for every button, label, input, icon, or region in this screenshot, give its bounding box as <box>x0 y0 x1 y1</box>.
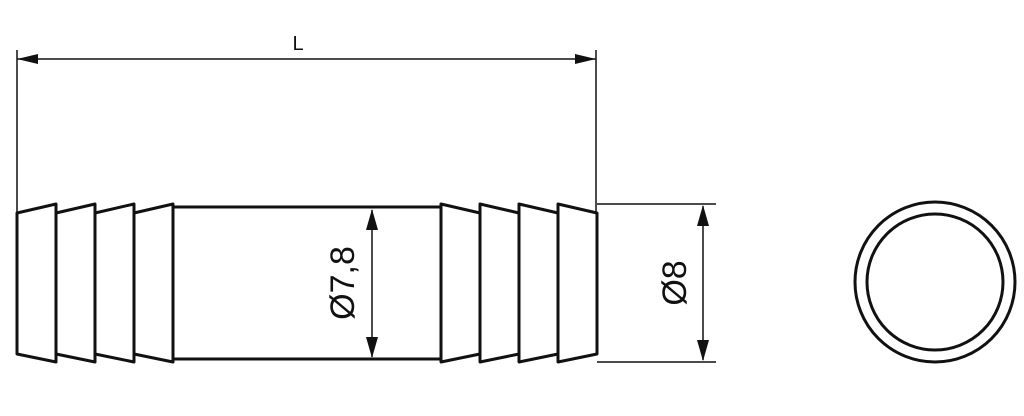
outer-arrowhead-bottom <box>697 340 709 361</box>
outer-diameter-label: Ø8 <box>656 260 694 305</box>
barb-5 <box>439 202 482 364</box>
end-view-inner-circle <box>865 212 1005 352</box>
inner-arrowhead-top <box>366 209 378 230</box>
inner-diameter-dimension: Ø7,8 <box>324 209 378 358</box>
barb-6 <box>478 202 521 364</box>
inner-diameter-label: Ø7,8 <box>324 246 362 320</box>
inner-arrowhead-bottom <box>366 337 378 358</box>
barb-4 <box>132 202 175 364</box>
barb-3 <box>93 202 136 364</box>
barb-7 <box>517 202 560 364</box>
left-barbs <box>15 202 175 364</box>
barb-1 <box>15 202 58 364</box>
right-barbs <box>439 202 599 364</box>
arrowhead-left <box>17 54 38 64</box>
barb-2 <box>54 202 97 364</box>
length-label: L <box>292 33 303 55</box>
outer-arrowhead-top <box>697 205 709 226</box>
length-dimension: L <box>16 33 597 212</box>
central-sleeve <box>171 205 443 361</box>
barb-8 <box>556 202 599 364</box>
end-view <box>853 200 1017 364</box>
arrowhead-right <box>575 54 596 64</box>
outer-diameter-dimension: Ø8 <box>597 203 716 363</box>
end-view-outer-circle <box>853 200 1017 364</box>
